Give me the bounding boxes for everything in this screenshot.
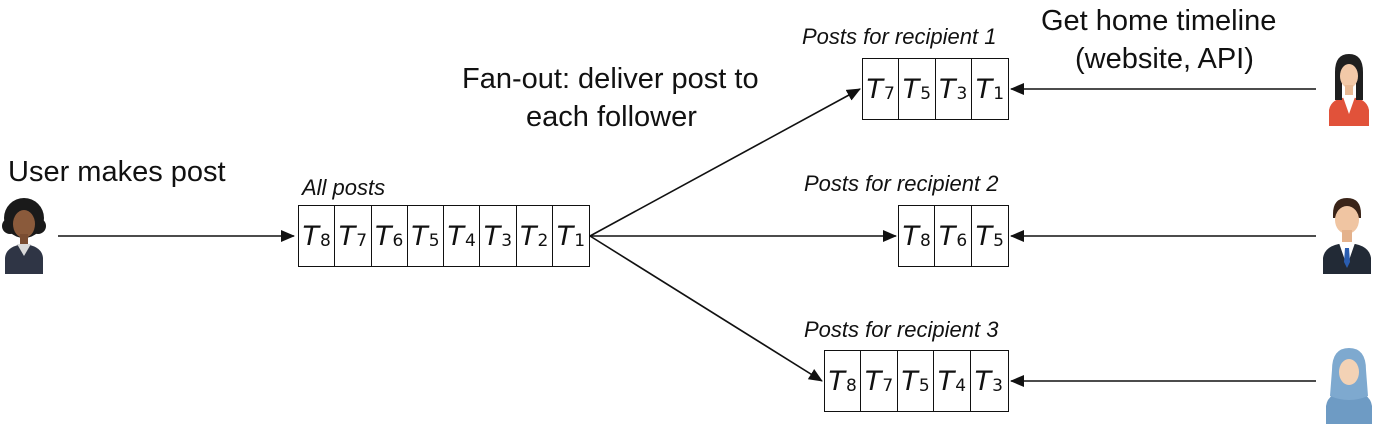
post-id-letter: T [302,220,319,252]
fanout-label-line1: Fan-out: deliver post to [462,63,759,95]
post-id-number: 5 [993,231,1004,251]
person-woman-hijab-icon [1326,348,1372,424]
post-id-number: 6 [392,231,404,251]
person-man-suit-icon [1323,198,1371,274]
post-id-number: 4 [955,376,967,396]
post-id-letter: T [975,220,993,252]
person-woman-curly-hair-icon [2,198,46,274]
post-id-number: 5 [918,376,930,396]
post-id-letter: T [975,73,993,105]
post-id-number: 7 [356,231,368,251]
post-id-letter: T [338,220,356,252]
post-id-number: 3 [956,84,968,104]
home-timeline-label-line1: Get home timeline [1041,5,1277,37]
post-id-number: 4 [464,231,476,251]
post-id-number: 8 [846,376,857,396]
post-id-letter: T [902,73,920,105]
post-id-letter: T [483,220,501,252]
all-posts-caption: All posts [302,175,386,200]
post-id-letter: T [974,365,992,397]
post-id-letter: T [937,365,955,397]
post-id-number: 1 [993,84,1005,104]
post-id-letter: T [901,365,918,397]
post-id-letter: T [938,220,956,252]
post-id-letter: T [902,220,920,252]
post-id-number: 1 [574,231,586,251]
arrow-fanout-recipient-1 [589,88,861,237]
fanout-label-line2: each follower [526,101,697,133]
post-id-letter: T [519,220,537,252]
post-id-letter: T [938,73,956,105]
person-woman-long-hair-icon [1329,54,1369,126]
post-id-number: 7 [882,376,894,396]
post-id-number: 3 [992,376,1003,396]
post-id-letter: T [411,220,428,252]
post-id-number: 8 [319,231,331,251]
recipient-2-caption: Posts for recipient 2 [804,171,999,196]
arrow-fanout-recipient-3 [589,235,823,382]
post-id-number: 5 [428,231,440,251]
post-id-number: 8 [920,231,931,251]
recipient-3-caption: Posts for recipient 3 [804,317,999,342]
post-id-number: 3 [501,231,513,251]
post-id-letter: T [828,365,846,397]
recipient-1-caption: Posts for recipient 1 [802,24,997,49]
post-id-letter: T [447,220,464,252]
post-id-letter: T [866,73,883,105]
post-id-number: 7 [883,84,895,104]
post-id-letter: T [556,220,574,252]
post-id-letter: T [374,220,392,252]
user-makes-post-label: User makes post [8,156,226,188]
post-id-number: 2 [537,231,549,251]
post-id-letter: T [864,365,882,397]
home-timeline-label-line2: (website, API) [1075,43,1254,75]
post-id-number: 6 [956,231,968,251]
post-id-number: 5 [920,84,932,104]
